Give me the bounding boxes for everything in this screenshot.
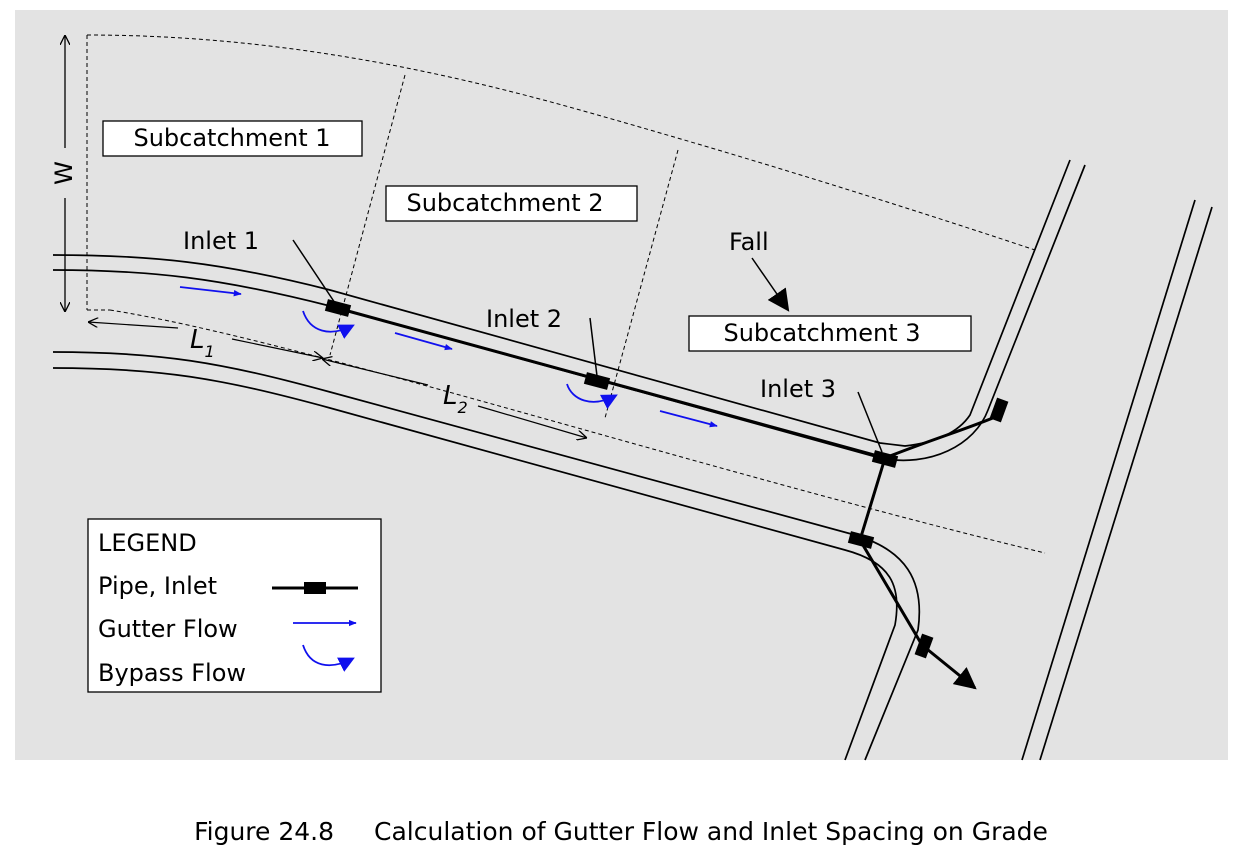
- svg-text:Subcatchment 2: Subcatchment 2: [406, 189, 603, 217]
- legend-gutter-flow-label: Gutter Flow: [98, 615, 238, 643]
- length-1-dimension: [88, 322, 323, 358]
- legend-bypass-flow-symbol: [302, 644, 355, 672]
- inlet-1-marker: [324, 299, 352, 317]
- legend-pipe-inlet-label: Pipe, Inlet: [98, 572, 217, 600]
- legend-title: LEGEND: [98, 529, 197, 557]
- figure-title: Calculation of Gutter Flow and Inlet Spa…: [374, 817, 1048, 846]
- inlet-leaders: [292, 239, 883, 453]
- gutter-flow-arrows: [179, 286, 718, 428]
- fall-arrow: [751, 257, 790, 312]
- lower-street-curbs: [52, 351, 921, 761]
- inlet-2-label: Inlet 2: [486, 305, 562, 333]
- inlet-2-marker: [583, 372, 611, 390]
- fall-label: Fall: [729, 228, 769, 256]
- pipe-network: [336, 306, 1001, 690]
- length-2-label: L2: [443, 381, 468, 417]
- svg-text:Subcatchment 3: Subcatchment 3: [723, 319, 920, 347]
- figure-caption: Figure 24.8 Calculation of Gutter Flow an…: [194, 817, 1048, 846]
- width-label: W: [50, 161, 78, 185]
- svg-text:Subcatchment 1: Subcatchment 1: [133, 124, 330, 152]
- bypass-flow-arrows: [302, 310, 618, 410]
- inlet-5-marker: [989, 397, 1009, 423]
- inlets: [324, 299, 1009, 659]
- length-2-dimension: [322, 359, 587, 438]
- legend-box: [87, 518, 382, 693]
- inlet-1-label: Inlet 1: [183, 227, 259, 255]
- legend: LEGEND Pipe, Inlet Gutter Flow Bypass Fl…: [87, 518, 382, 693]
- legend-inlet-symbol: [304, 582, 326, 594]
- subcatchment-2-box: Subcatchment 2: [385, 185, 638, 222]
- inlet-6-marker: [914, 633, 934, 659]
- upper-street-curbs: [52, 159, 1086, 462]
- length-1-label: L1: [190, 325, 215, 361]
- inlet-3-label: Inlet 3: [760, 375, 836, 403]
- subcatchment-3-box: Subcatchment 3: [688, 315, 972, 352]
- legend-bypass-flow-label: Bypass Flow: [98, 659, 246, 687]
- subcatchment-1-box: Subcatchment 1: [102, 120, 363, 157]
- right-road: [1021, 199, 1213, 761]
- inlet-4-marker: [847, 531, 875, 549]
- inlet-3-marker: [871, 450, 899, 468]
- figure-number: Figure 24.8: [194, 817, 334, 846]
